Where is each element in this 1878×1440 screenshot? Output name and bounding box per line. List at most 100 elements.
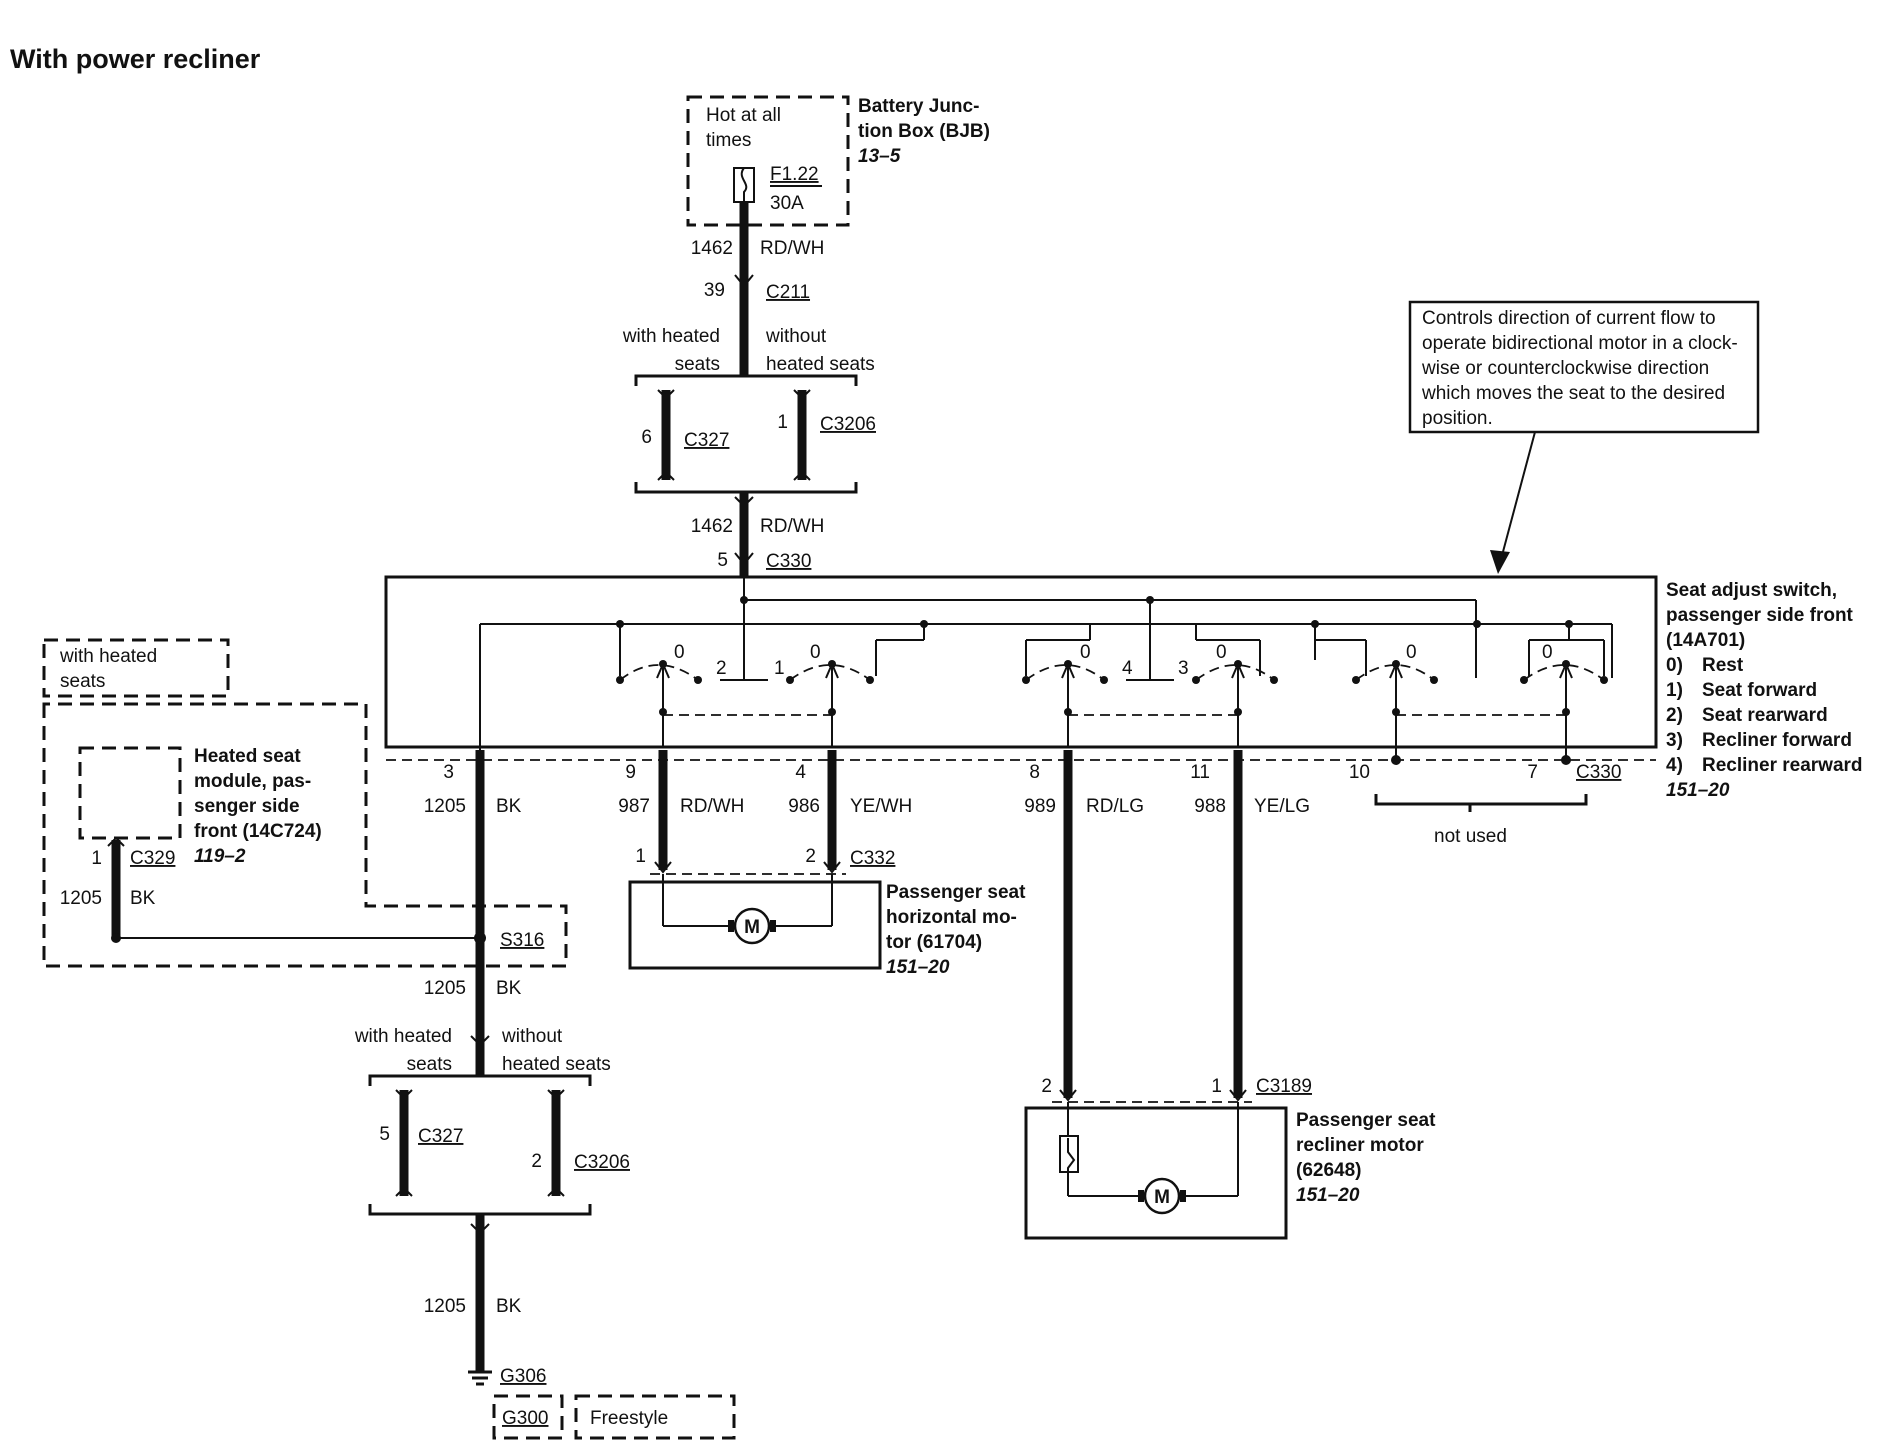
switch-name-line2: passenger side front xyxy=(1666,605,1854,626)
wire-987-color: RD/WH xyxy=(680,796,744,817)
heated-option-area xyxy=(42,702,568,968)
switch-contacts xyxy=(616,660,1608,758)
ground-without-heated-1: without xyxy=(501,1026,563,1047)
wire-988-color: YE/LG xyxy=(1254,796,1310,817)
c211-connector-icon xyxy=(734,274,754,288)
c3206-lower-label: C3206 xyxy=(574,1152,630,1173)
horiz-motor-icon: M xyxy=(728,907,776,945)
svg-text:1: 1 xyxy=(774,658,785,679)
ground-with-heated-1: with heated xyxy=(354,1026,452,1047)
note-line5: position. xyxy=(1422,408,1493,429)
bjb-ref: 13–5 xyxy=(858,146,901,167)
contact-unused-a xyxy=(1352,660,1438,758)
svg-text:3: 3 xyxy=(1178,658,1189,679)
switch-legend: 0) Rest 1) Seat forward 2) Seat rearward… xyxy=(1666,655,1863,776)
feed-circuit: 1462 xyxy=(691,238,733,259)
recliner-motor-box xyxy=(1024,1106,1288,1240)
switch-position-labels: 0 2 1 0 0 4 3 0 0 0 xyxy=(674,642,1553,679)
pin-7: 7 xyxy=(1527,762,1538,783)
svg-text:Recliner forward: Recliner forward xyxy=(1702,730,1852,751)
horiz-ref: 151–20 xyxy=(886,957,950,978)
heated-module-box xyxy=(78,746,182,840)
feed-without-heated-1: without xyxy=(765,326,827,347)
c327-lower-connector xyxy=(395,1089,413,1197)
svg-text:0: 0 xyxy=(1406,642,1417,663)
wire-986-circuit: 986 xyxy=(788,796,820,817)
feed-circuit-2: 1462 xyxy=(691,516,733,537)
recliner-name-line1: Passenger seat xyxy=(1296,1110,1436,1131)
svg-text:3): 3) xyxy=(1666,730,1683,751)
ground-option-bracket-top xyxy=(368,1074,592,1086)
ground-color: BK xyxy=(496,978,522,999)
wire-989-circuit: 989 xyxy=(1024,796,1056,817)
bjb-hot-line2: times xyxy=(706,130,751,151)
freestyle-box xyxy=(574,1394,736,1440)
c327-lower-label: C327 xyxy=(418,1126,463,1147)
not-used-bracket xyxy=(1374,794,1588,806)
heated-option-label-box xyxy=(42,638,230,698)
svg-text:2: 2 xyxy=(716,658,727,679)
ground-icon xyxy=(468,1370,492,1386)
bjb-name-line2: tion Box (BJB) xyxy=(858,121,990,142)
fuse-label: F1.22 xyxy=(770,164,819,185)
c327-upper-label: C327 xyxy=(684,430,729,451)
svg-text:Recliner rearward: Recliner rearward xyxy=(1702,755,1863,776)
svg-text:0): 0) xyxy=(1666,655,1683,676)
heated-label-line1: with heated xyxy=(59,646,157,667)
note-line1: Controls direction of current flow to xyxy=(1422,308,1716,329)
heated-module-line1: Heated seat xyxy=(194,746,301,767)
freestyle-label: Freestyle xyxy=(590,1408,668,1429)
bjb-name-line1: Battery Junc- xyxy=(858,96,979,117)
switch-name-line3: (14A701) xyxy=(1666,630,1745,651)
pin-8: 8 xyxy=(1029,762,1040,783)
bjb-hot-line1: Hot at all xyxy=(706,105,781,126)
seat-switch-box xyxy=(384,575,1658,749)
note-arrow-icon xyxy=(1490,431,1536,574)
bjb-box xyxy=(686,95,850,227)
wire-1205-color: BK xyxy=(496,796,522,817)
c330-feed-pin: 5 xyxy=(717,550,728,571)
note-line2: operate bidirectional motor in a clock- xyxy=(1422,333,1738,354)
recliner-motor-icon: M xyxy=(1138,1177,1186,1215)
horiz-name-line2: horizontal mo- xyxy=(886,907,1017,928)
recliner-pin2: 2 xyxy=(1041,1076,1052,1097)
pin-9: 9 xyxy=(625,762,636,783)
ground-with-heated-2: seats xyxy=(407,1054,452,1075)
feed-without-heated-2: heated seats xyxy=(766,354,875,375)
recliner-name-line3: (62648) xyxy=(1296,1160,1362,1181)
heated-conn: C329 xyxy=(130,848,175,869)
thermal-breaker-icon xyxy=(1059,1135,1079,1173)
note-box xyxy=(1408,300,1760,434)
recliner-conn: C3189 xyxy=(1256,1076,1312,1097)
heated-module-line2: module, pas- xyxy=(194,771,311,792)
horiz-motor-box xyxy=(628,880,882,970)
feed-with-heated-2: seats xyxy=(675,354,720,375)
splice-label: S316 xyxy=(500,930,544,951)
fuse-amps: 30A xyxy=(770,193,804,214)
horiz-conn: C332 xyxy=(850,848,895,869)
c3206-upper-connector xyxy=(793,389,811,481)
pin-4: 4 xyxy=(795,762,806,783)
recliner-ref: 151–20 xyxy=(1296,1185,1360,1206)
splice-s316 xyxy=(474,932,486,944)
ground-circuit: 1205 xyxy=(424,978,466,999)
note-line4: which moves the seat to the desired xyxy=(1421,383,1725,404)
contact-seat-b xyxy=(786,660,874,748)
horiz-name-line3: tor (61704) xyxy=(886,932,982,953)
feed-option-bracket-bottom xyxy=(634,482,858,494)
switch-internal-circuit xyxy=(479,578,1613,750)
recliner-pin1: 1 xyxy=(1211,1076,1222,1097)
feed-with-heated-1: with heated xyxy=(622,326,720,347)
c211-label: C211 xyxy=(766,282,810,303)
horiz-name-line1: Passenger seat xyxy=(886,882,1026,903)
c327-upper-pin: 6 xyxy=(641,427,652,448)
wire-987-circuit: 987 xyxy=(618,796,650,817)
c3206-lower-connector xyxy=(547,1089,565,1197)
pin-3: 3 xyxy=(443,762,454,783)
svg-text:Seat rearward: Seat rearward xyxy=(1702,705,1828,726)
svg-text:Rest: Rest xyxy=(1702,655,1744,676)
ground-without-heated-2: heated seats xyxy=(502,1054,611,1075)
heated-pin: 1 xyxy=(91,848,102,869)
svg-text:0: 0 xyxy=(810,642,821,663)
